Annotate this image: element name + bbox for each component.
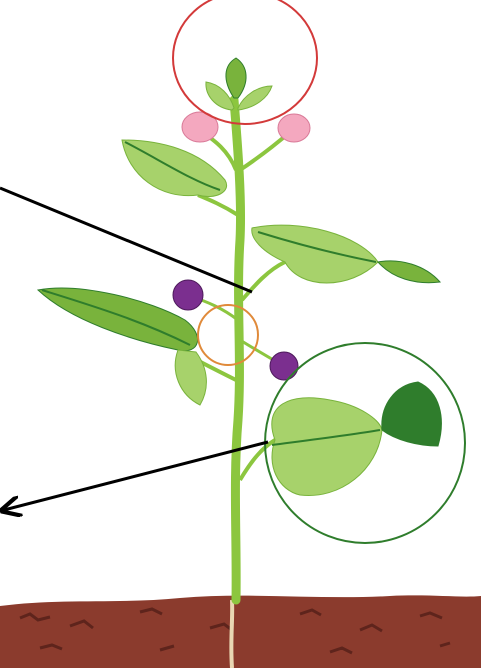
branch-right-leaf-1 xyxy=(242,262,285,300)
branch-top-left-leaf xyxy=(198,195,238,215)
sprout-leaf-center xyxy=(226,58,246,98)
leaf-right-2-light xyxy=(272,398,382,496)
leaf-left-lower xyxy=(175,350,206,405)
leaf-pointer xyxy=(4,442,268,510)
root xyxy=(231,600,232,668)
bud-right xyxy=(278,114,310,142)
soil xyxy=(0,595,481,668)
main-stem xyxy=(234,100,241,600)
leaf-right-1 xyxy=(252,225,378,283)
berry-right xyxy=(270,352,298,380)
leaf-right-1-tip xyxy=(378,261,440,283)
berry-left xyxy=(173,280,203,310)
leaf-right-2-dark xyxy=(382,382,442,446)
